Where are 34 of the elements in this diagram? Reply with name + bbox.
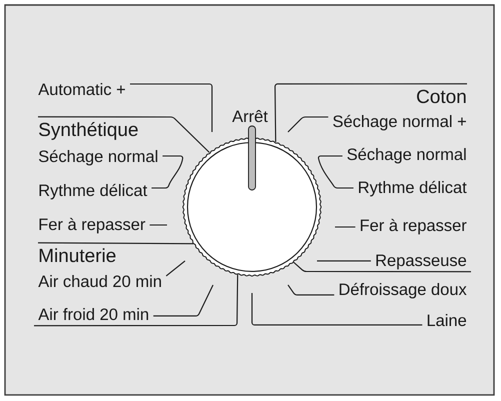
leader-line (251, 292, 422, 326)
bracket-line (318, 155, 354, 189)
group-heading: Coton (417, 90, 466, 104)
setting-label: Rythme délicat (359, 180, 467, 196)
leader-line (150, 224, 167, 226)
leader-line (130, 83, 213, 132)
divider-line (34, 274, 238, 326)
position-label: Arrêt (232, 110, 268, 122)
setting-label: Laine (428, 314, 466, 326)
setting-label: Air froid 20 min (38, 308, 148, 320)
leader-line (288, 284, 334, 296)
divider-line (274, 83, 467, 142)
leader-line (288, 116, 328, 132)
setting-label: Séchage normal (347, 148, 466, 164)
setting-label: Rythme délicat (40, 184, 148, 200)
setting-label: Air chaud 20 min (38, 275, 161, 288)
bracket-line (152, 155, 184, 189)
divider-line (293, 262, 471, 272)
divider-line (38, 242, 194, 244)
leader-line (153, 284, 214, 317)
setting-label: Séchage normal (38, 150, 158, 166)
setting-label: Défroissage doux (340, 282, 467, 298)
setting-label: Fer à repasser (360, 218, 466, 234)
leader-line (166, 260, 186, 276)
setting-label: Repasseuse (376, 254, 466, 270)
setting-label: Automatic + (38, 83, 125, 96)
setting-label: Fer à repasser (40, 218, 146, 234)
setting-label: Séchage normal + (333, 114, 466, 130)
group-heading: Synthétique (39, 122, 138, 140)
divider-line (38, 116, 210, 153)
group-heading: Minuterie (40, 248, 116, 262)
rotary-knob (182, 137, 322, 277)
leader-line (335, 226, 356, 228)
leader-line (317, 260, 371, 262)
